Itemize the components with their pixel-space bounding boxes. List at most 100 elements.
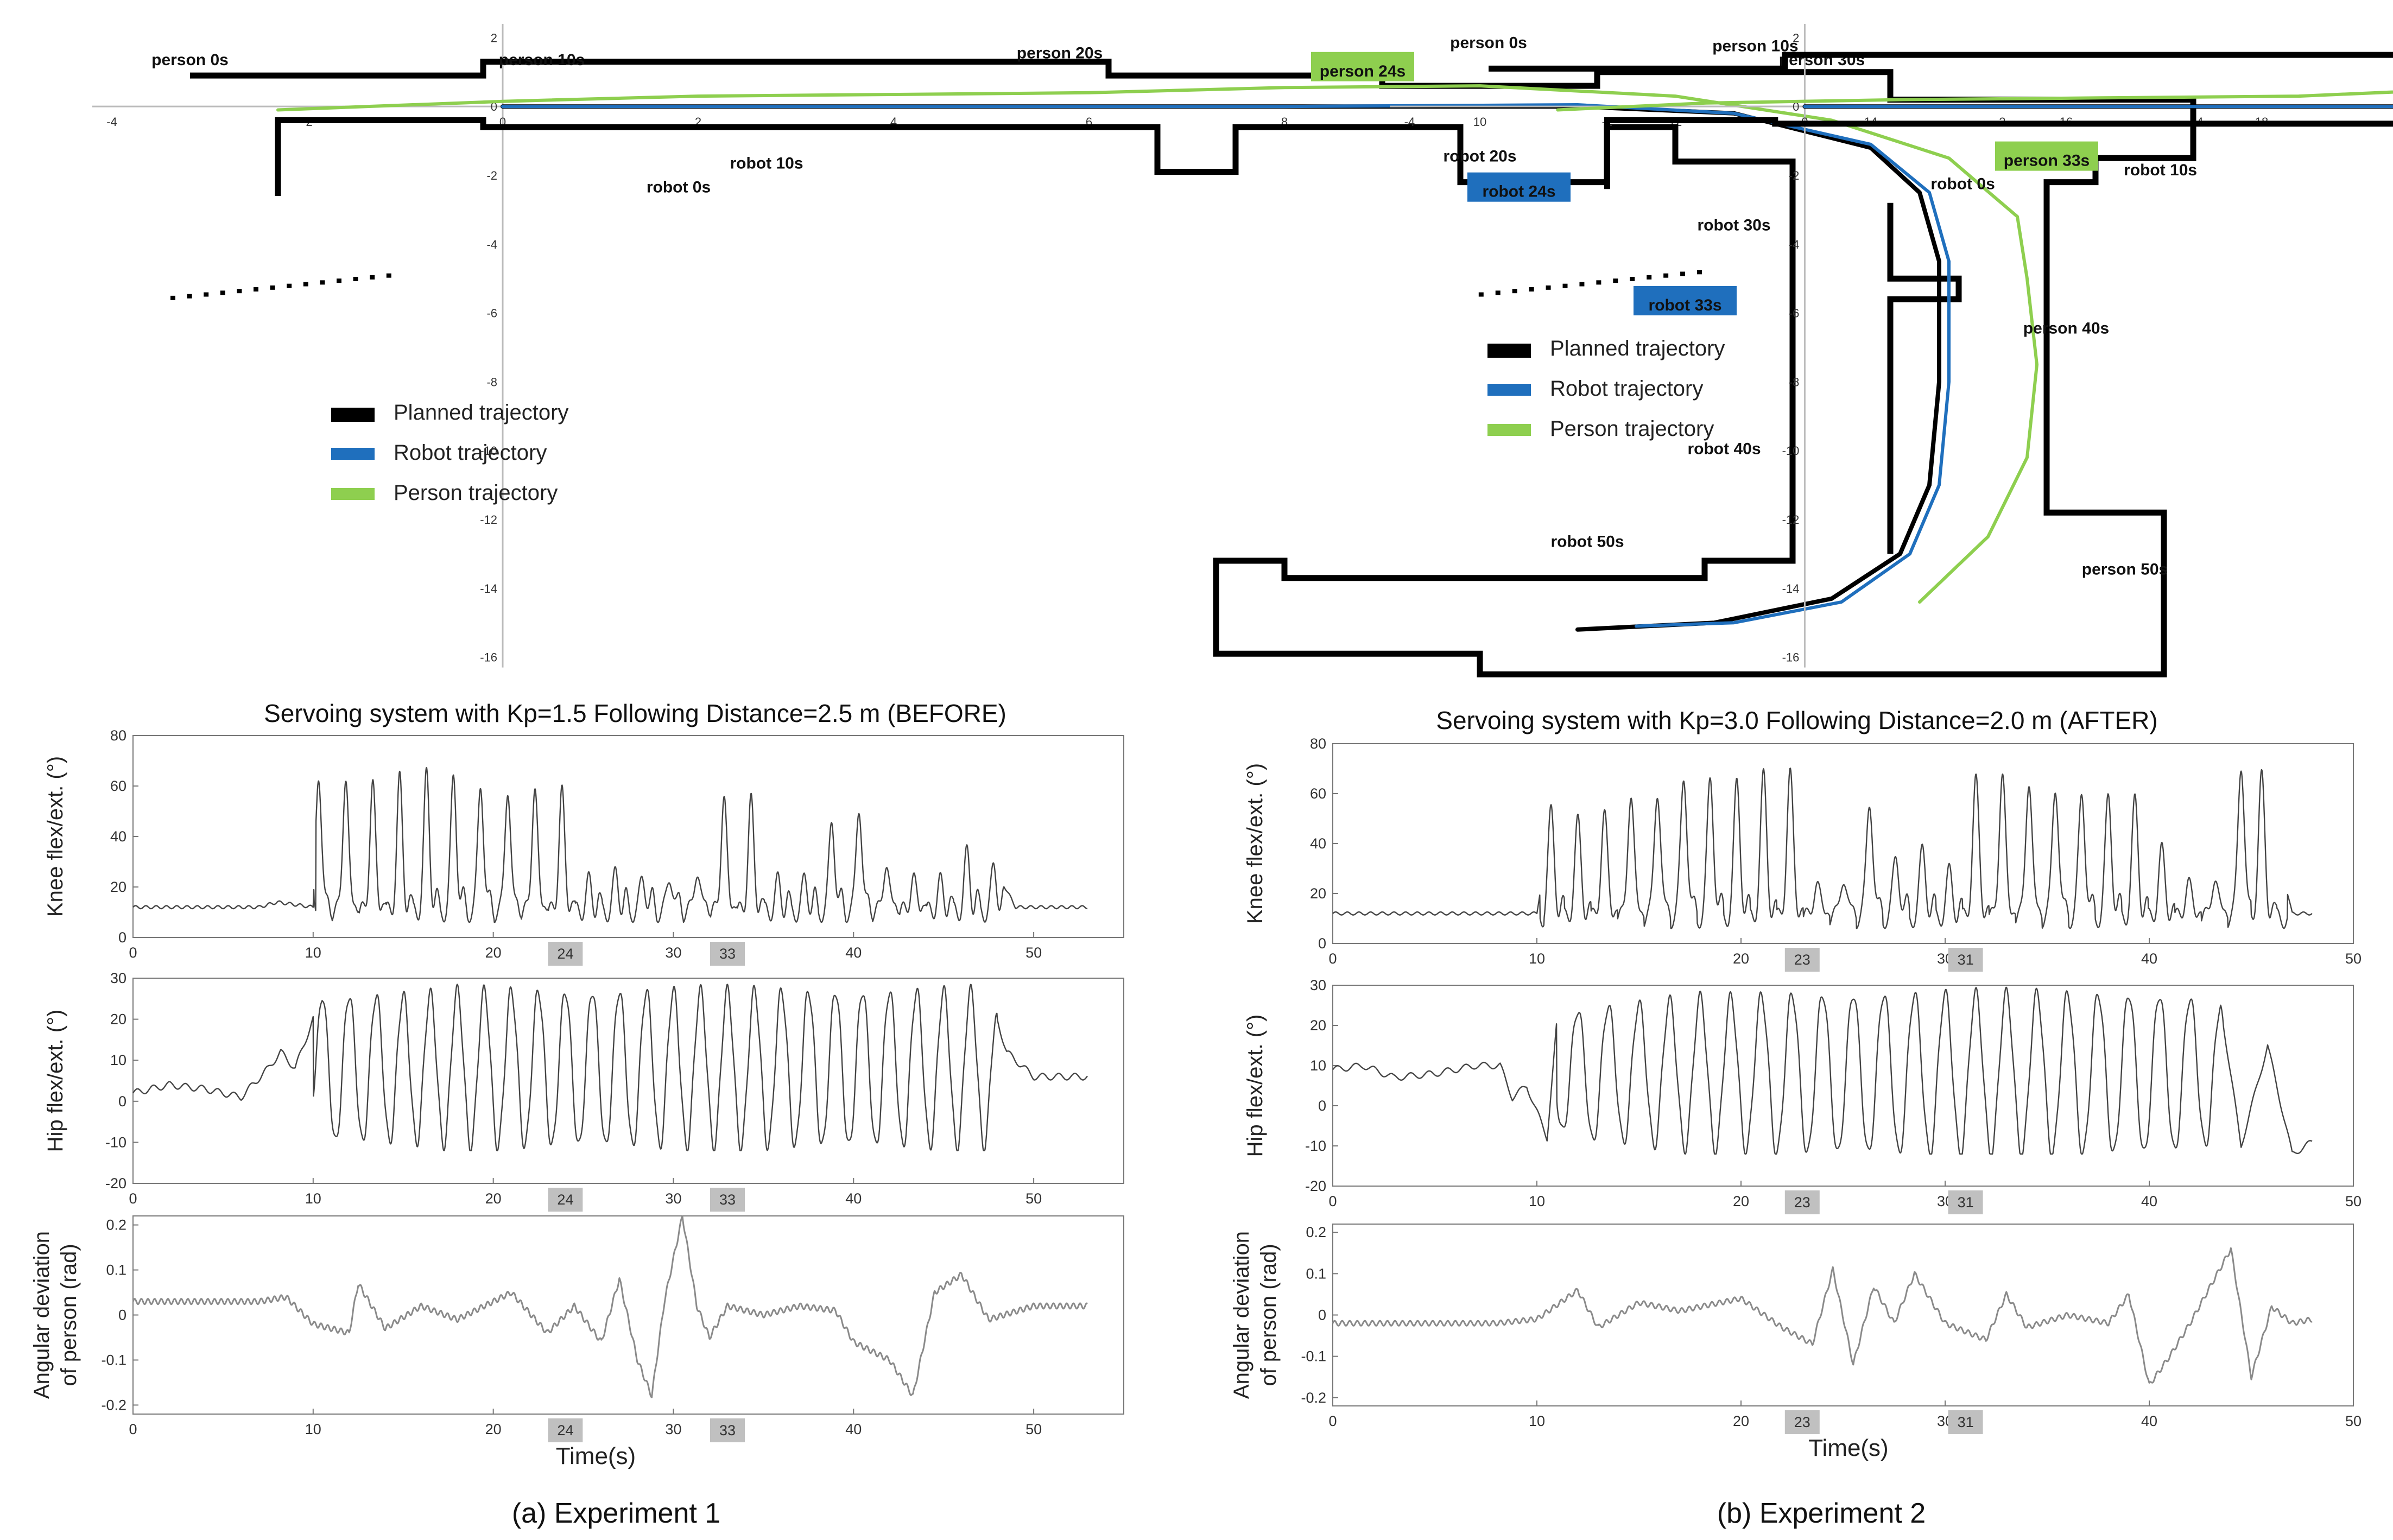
x-tick-label: 50 [1025, 945, 1042, 961]
legend-entry: Person trajectory [1550, 417, 1714, 441]
plot-frame [1332, 985, 2354, 1187]
x-tick-label: 40 [845, 1190, 862, 1207]
y-axis-label: of person (rad) [57, 1244, 81, 1386]
time-label-box [1995, 141, 2098, 171]
event-marker-label: 24 [557, 946, 573, 962]
event-marker-label: 24 [557, 1192, 573, 1208]
map-wall [1887, 202, 1962, 554]
angle-signal [132, 1215, 1088, 1398]
time-label: robot 30s [1697, 216, 1770, 234]
y-tick-label: -0.2 [101, 1397, 126, 1413]
y-tick-label: 10 [1310, 1057, 1326, 1074]
x-tick-label: 30 [665, 1190, 681, 1207]
map-y-tick-label: -6 [1789, 307, 1800, 320]
map-y-tick-label: -10 [1782, 444, 1800, 458]
y-axis-label: of person (rad) [1257, 1244, 1281, 1386]
map-x-tick-label: 10 [1473, 115, 1486, 129]
y-tick-label: 80 [110, 727, 126, 744]
map-scan-point [337, 278, 341, 283]
y-axis-label: Angular deviation [1230, 1231, 1254, 1399]
x-tick-label: 10 [1529, 1413, 1545, 1429]
y-tick-label: -0.1 [101, 1352, 126, 1368]
map-x-tick-label: -4 [1404, 115, 1415, 129]
x-tick-label: 50 [2345, 950, 2362, 967]
x-tick-label: 0 [1328, 950, 1337, 967]
map-y-tick-label: -14 [1782, 582, 1800, 595]
y-tick-label: -10 [105, 1134, 126, 1150]
x-tick-label: 0 [129, 1421, 137, 1437]
plot-frame [1332, 743, 2354, 944]
event-marker-label: 31 [1958, 1194, 1974, 1211]
panel-experiment-2: -4-202468101214161820-2-4-6-8-10-12-14-1… [1230, 24, 2393, 1529]
trajectory-line [276, 84, 2039, 604]
x-tick-label: 20 [485, 1421, 502, 1437]
event-marker-box [710, 942, 745, 966]
time-label-highlight: person 33s [2004, 152, 2090, 170]
event-marker-box [1948, 1410, 1983, 1434]
y-tick-label: 0 [1318, 935, 1326, 952]
map-y-tick-label: 2 [1793, 31, 1799, 45]
map-scan-point [1663, 273, 1669, 278]
map-scan-point [287, 283, 292, 288]
y-tick-label: 60 [1310, 785, 1326, 802]
map-scan-point [1478, 292, 1484, 297]
event-marker-box [1784, 1190, 1820, 1214]
map-scan-point [1596, 280, 1601, 285]
map-scan-point [1546, 285, 1551, 290]
map-scan-point [220, 290, 225, 295]
y-tick-label: -0.2 [1301, 1390, 1326, 1406]
y-tick-label: 0.2 [1306, 1224, 1326, 1240]
map-wall [190, 59, 2196, 677]
time-label: robot 50s [1550, 533, 1624, 551]
x-tick-label: 0 [1328, 1413, 1337, 1429]
map-y-tick-label: -14 [480, 582, 497, 595]
time-label: robot 0s [1930, 175, 1995, 193]
map-x-tick-label: -4 [106, 115, 117, 129]
map-y-tick-label: -2 [1789, 169, 1800, 182]
y-tick-label: 0.2 [106, 1217, 126, 1233]
x-tick-label: 20 [485, 1190, 502, 1207]
x-tick-label: 40 [845, 1421, 862, 1437]
y-tick-label: 0 [1318, 1098, 1326, 1114]
caption-experiment-1: (a) Experiment 1 [512, 1498, 720, 1529]
map-scan-point [1579, 282, 1585, 287]
legend-entry: Robot trajectory [1550, 377, 1703, 401]
map-plot-2: -4-202468101214161820-2-4-6-8-10-12-14-1… [1390, 24, 2393, 668]
y-tick-label: -0.1 [1301, 1348, 1326, 1365]
y-tick-label: 0 [118, 929, 126, 946]
map-scan-point [204, 292, 209, 297]
y-axis-label: Hip flex/ext. (°) [1243, 1015, 1267, 1157]
map-scan-point [353, 276, 358, 281]
time-label: robot 40s [1687, 440, 1761, 458]
map-scan-point [1613, 278, 1618, 283]
time-label: person 0s [151, 51, 229, 69]
x-tick-label: 0 [129, 1190, 137, 1207]
map-scan-point [320, 280, 325, 285]
time-label-box [1467, 172, 1571, 202]
x-tick-label: 30 [665, 945, 681, 961]
time-label: person 50s [2082, 560, 2168, 578]
map-y-tick-label: 2 [491, 31, 497, 45]
legend-entry: Robot trajectory [394, 441, 547, 465]
time-label-box [1311, 52, 1414, 81]
y-axis-label: Knee flex/ext. (°) [43, 756, 67, 917]
x-tick-label: 10 [1529, 1193, 1545, 1209]
experiment-1-title: Servoing system with Kp=1.5 Following Di… [264, 699, 1006, 727]
map-scan-point [1495, 290, 1501, 295]
y-tick-label: 20 [1310, 1017, 1326, 1034]
time-label: person 10s [499, 51, 585, 69]
event-marker-label: 23 [1794, 1414, 1810, 1430]
event-marker-label: 23 [1794, 952, 1810, 968]
map-y-tick-label: -12 [1782, 513, 1800, 527]
event-marker-box [1948, 1190, 1983, 1214]
event-marker-label: 33 [719, 1192, 736, 1208]
map-scan-point [187, 294, 192, 299]
y-tick-label: 0 [118, 1093, 126, 1110]
event-marker-label: 33 [719, 946, 736, 962]
y-axis-label: Knee flex/ext. (°) [1243, 763, 1267, 924]
legend-entry: Planned trajectory [394, 401, 568, 424]
event-marker-box [1948, 948, 1983, 972]
